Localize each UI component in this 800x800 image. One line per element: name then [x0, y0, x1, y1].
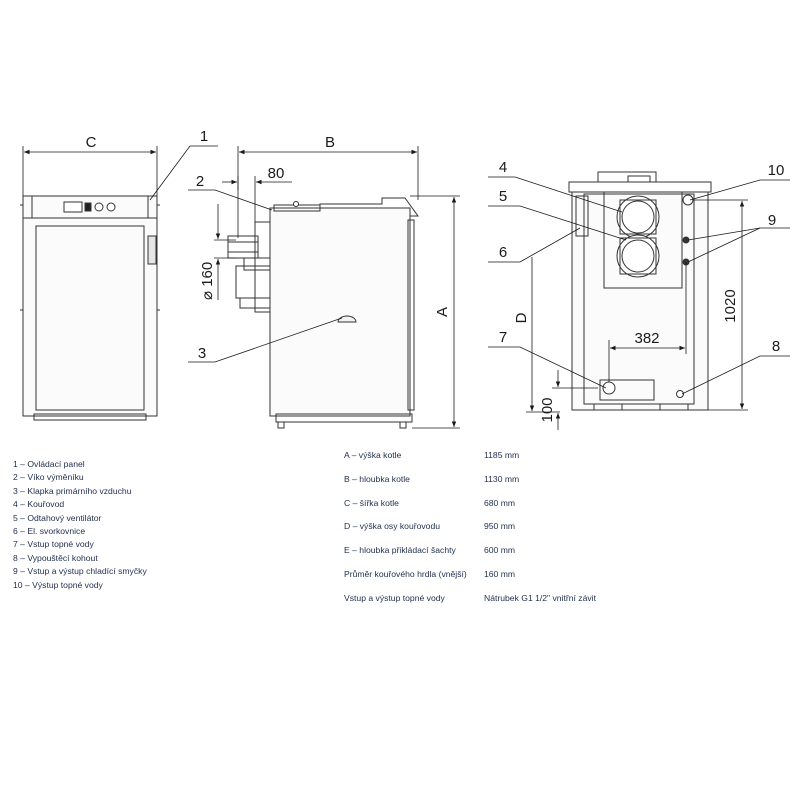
callout-2: 2 — [196, 173, 204, 190]
callout-10: 10 — [768, 162, 785, 179]
dimension-c-label: C — [86, 134, 97, 151]
spec-value: 680 mm — [484, 498, 516, 508]
spec-label: B – hloubka kotle — [344, 474, 410, 484]
dimension-382 — [608, 262, 687, 382]
dimension-d — [526, 257, 560, 413]
legend-item: 8 – Vypouštěcí kohout — [13, 552, 98, 563]
legend-item: 5 – Odtahový ventilátor — [13, 512, 102, 523]
dimension-160-label: ⌀ 160 — [199, 262, 216, 300]
dimension-382-label: 382 — [634, 330, 659, 347]
callout-9: 9 — [768, 212, 776, 229]
dimension-a-label: A — [434, 307, 451, 317]
callout-8: 8 — [772, 338, 780, 355]
callout-5: 5 — [499, 188, 507, 205]
legend-item: 3 – Klapka primárního vzduchu — [13, 485, 132, 496]
dimension-d-label: D — [513, 312, 530, 323]
dimension-a — [410, 195, 460, 429]
callout-leaders — [149, 145, 790, 395]
rear-view — [568, 171, 712, 411]
dimension-1020-label: 1020 — [722, 289, 739, 322]
dimension-c — [22, 146, 158, 196]
legend: 1 – Ovládací panel 2 – Víko výměníku 3 –… — [13, 458, 147, 592]
spec-value: 1185 mm — [484, 450, 520, 460]
dimension-b-label: B — [325, 134, 335, 151]
spec-label: C – šířka kotle — [344, 498, 399, 508]
spec-value: 950 mm — [484, 521, 516, 531]
legend-item: 6 – El. svorkovnice — [13, 526, 86, 537]
dimension-80-label: 80 — [268, 165, 285, 182]
legend-item: 4 – Kouřovod — [13, 499, 65, 510]
spec-label: D – výška osy kouřovodu — [344, 521, 441, 531]
spec-value: Nátrubek G1 1/2" vnitřní závit — [484, 593, 596, 603]
legend-item: 2 – Víko výměníku — [13, 472, 84, 483]
callout-6: 6 — [499, 244, 507, 261]
dimension-100-label: 100 — [539, 397, 556, 422]
spec-label: E – hloubka přikládací šachty — [344, 545, 456, 555]
legend-item: 9 – Vstup a výstup chladící smyčky — [13, 566, 147, 577]
control-panel — [63, 201, 116, 213]
spec-value: 600 mm — [484, 545, 516, 555]
spec-label: Průměr kouřového hrdla (vnější) — [344, 569, 467, 579]
callout-3: 3 — [198, 345, 206, 362]
dimension-b — [237, 146, 419, 238]
dimension-160 — [214, 204, 236, 300]
dimension-80 — [222, 176, 292, 222]
callout-1: 1 — [200, 128, 208, 145]
spec-value: 160 mm — [484, 569, 516, 579]
callout-4: 4 — [499, 159, 507, 176]
spec-label: A – výška kotle — [344, 450, 402, 460]
dimension-100 — [552, 370, 598, 430]
spec-value: 1130 mm — [484, 474, 520, 484]
callout-7: 7 — [499, 329, 507, 346]
legend-item: 10 – Výstup topné vody — [13, 579, 103, 590]
dimension-1020 — [694, 199, 748, 411]
technical-drawing: C B 80 ⌀ 160 — [20, 128, 790, 430]
legend-item: 1 – Ovládací panel — [13, 459, 85, 469]
legend-item: 7 – Vstup topné vody — [13, 539, 94, 550]
side-view — [227, 197, 419, 429]
spec-label: Vstup a výstup topné vody — [344, 593, 445, 603]
front-view — [20, 195, 160, 421]
